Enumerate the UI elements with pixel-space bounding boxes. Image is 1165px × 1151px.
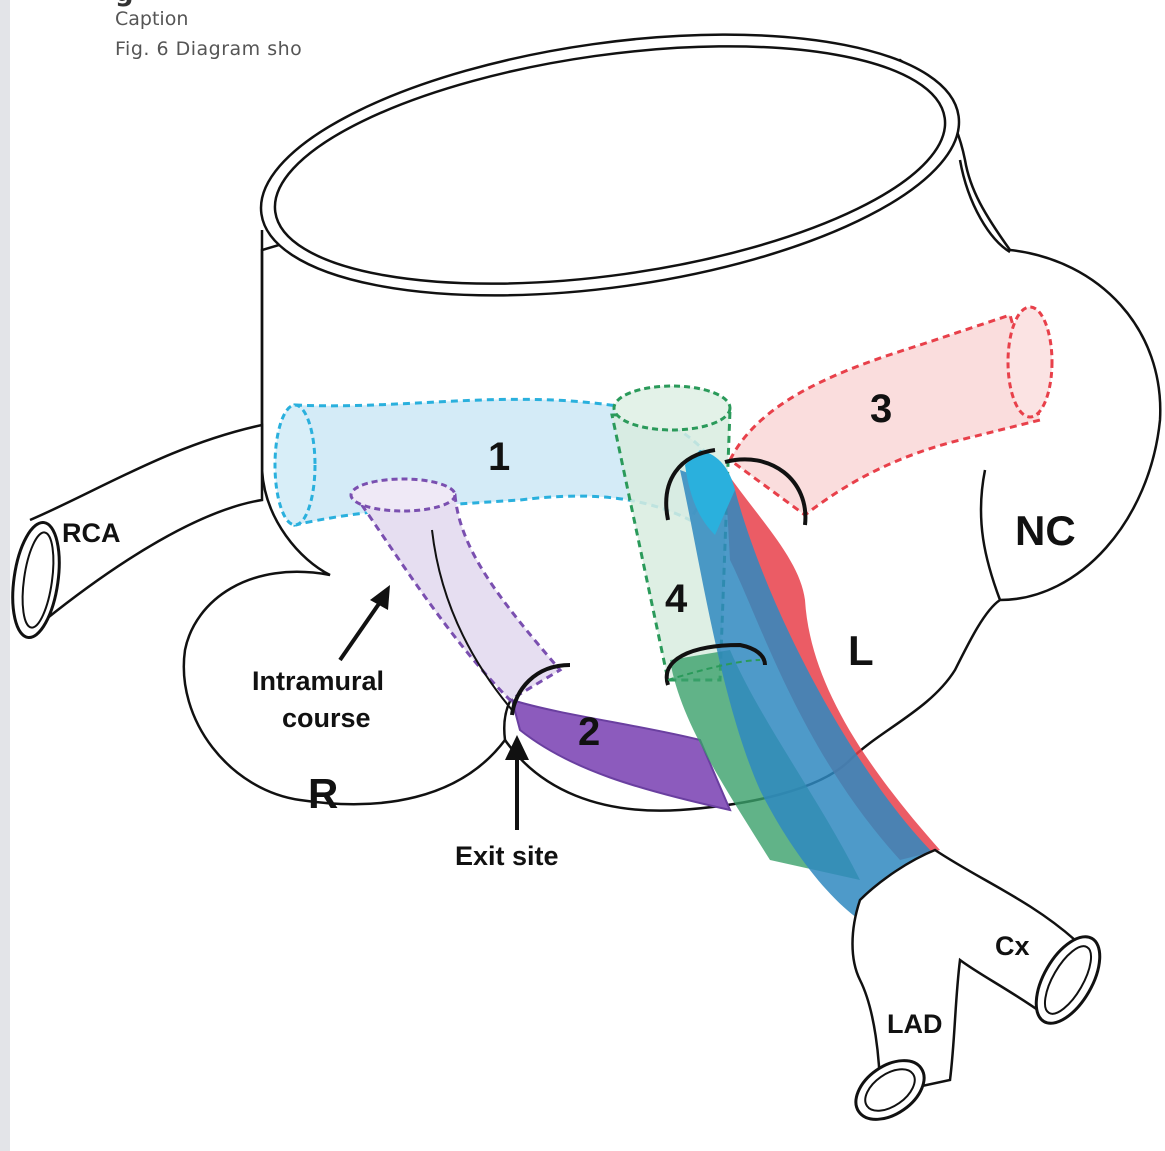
bifurcation-vessel	[853, 850, 1076, 1095]
label-l: L	[848, 627, 874, 674]
label-rca: RCA	[62, 518, 121, 548]
label-lad: LAD	[887, 1009, 943, 1039]
course-number-2: 2	[578, 710, 600, 754]
course-4-end	[614, 386, 730, 430]
label-intramural-1: Intramural	[252, 666, 384, 696]
label-nc: NC	[1015, 507, 1076, 554]
course-3-end	[1008, 307, 1052, 417]
course-number-4: 4	[665, 577, 688, 621]
course-2-ostium	[351, 479, 455, 511]
course-1-end	[275, 405, 315, 525]
label-r: R	[308, 770, 338, 817]
course-number-1: 1	[488, 435, 510, 479]
label-cx: Cx	[995, 931, 1030, 961]
label-exit-site: Exit site	[455, 841, 559, 871]
course-number-3: 3	[870, 387, 892, 431]
label-intramural-2: course	[282, 703, 371, 733]
